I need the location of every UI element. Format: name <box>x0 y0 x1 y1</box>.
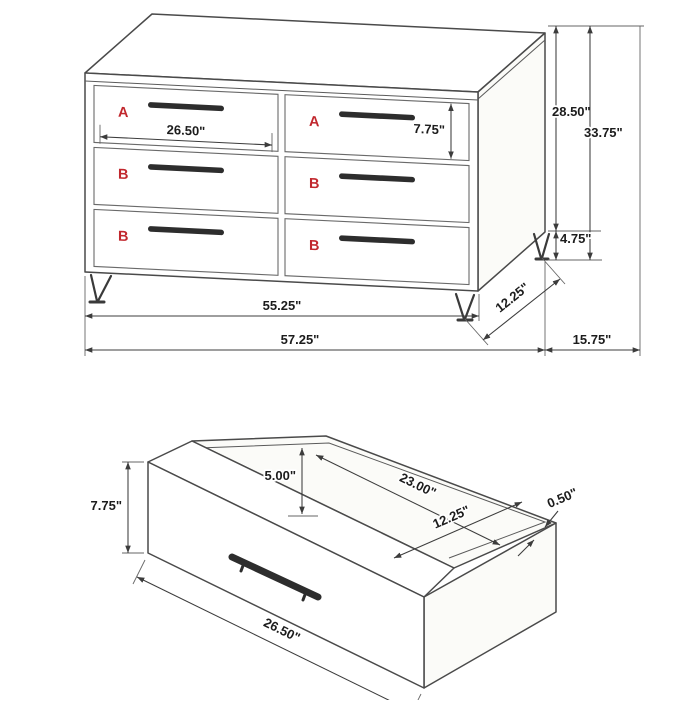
dim-label-overall-height: 33.75" <box>584 125 623 140</box>
handle-icon <box>148 102 224 112</box>
drawer-front-bottom-left <box>93 208 279 276</box>
dim-label-overall-depth: 15.75" <box>573 332 612 347</box>
handle-icon <box>148 164 224 174</box>
dim-line-depth <box>482 278 561 341</box>
dim-label-inner-height: 5.00" <box>265 468 296 483</box>
dim-label-front-height: 7.75" <box>91 498 122 513</box>
drawer-front-bottom-right <box>284 218 470 286</box>
handle-icon <box>339 235 415 245</box>
drawer-letter: A <box>309 114 320 131</box>
dim-drawer-height: 7.75" <box>412 103 454 159</box>
leg-front-right <box>454 292 476 321</box>
dim-drawer-width: 26.50" <box>99 120 273 153</box>
drawer-letter: B <box>118 167 128 183</box>
handle-icon <box>148 226 224 236</box>
leg-front-left <box>89 273 113 303</box>
handle-icon <box>339 173 415 183</box>
dresser-legs <box>88 232 551 322</box>
dim-inner-height: 5.00" <box>263 448 318 517</box>
drawer-front-middle-left <box>93 146 279 214</box>
drawer-detail-drawing: 5.00" 23.00" 12.25" 0.50" 7.75" <box>89 435 581 705</box>
top-slab-thickness-line <box>85 80 478 101</box>
drawer-letter: B <box>309 238 319 254</box>
dresser-front-face: A A B B B B 26.50" 7.75" <box>84 72 479 292</box>
dim-label-case-height: 28.50" <box>552 104 591 119</box>
leg-back-right <box>532 232 551 260</box>
drawer-handles <box>148 102 415 245</box>
drawer-letter-labels: A A B B B B <box>118 105 320 255</box>
drawer-letter: B <box>309 176 319 192</box>
drawer-letter: A <box>118 105 129 122</box>
drawer-front-middle-right <box>284 156 470 224</box>
side-top-thickness-line <box>477 39 546 100</box>
handle-icon <box>339 111 415 121</box>
drawer-letter: B <box>118 229 128 245</box>
drawer-front-top-right <box>284 94 470 162</box>
dim-label-drawer-height: 7.75" <box>414 121 445 138</box>
dresser-height-dimensions: 28.50" 33.75" 4.75" <box>548 25 644 356</box>
dim-label-depth: 12.25" <box>492 280 532 316</box>
dim-front-height: 7.75" <box>89 461 144 554</box>
dim-label-leg-height: 4.75" <box>560 231 591 246</box>
dresser-drawing: A A B B B B 26.50" 7.75" <box>84 13 644 356</box>
dim-label-width: 55.25" <box>263 298 302 313</box>
dim-label-overall-width: 57.25" <box>281 332 320 347</box>
dim-label-side-thickness: 0.50" <box>545 485 580 511</box>
dim-label-drawer-width: 26.50" <box>167 122 206 139</box>
